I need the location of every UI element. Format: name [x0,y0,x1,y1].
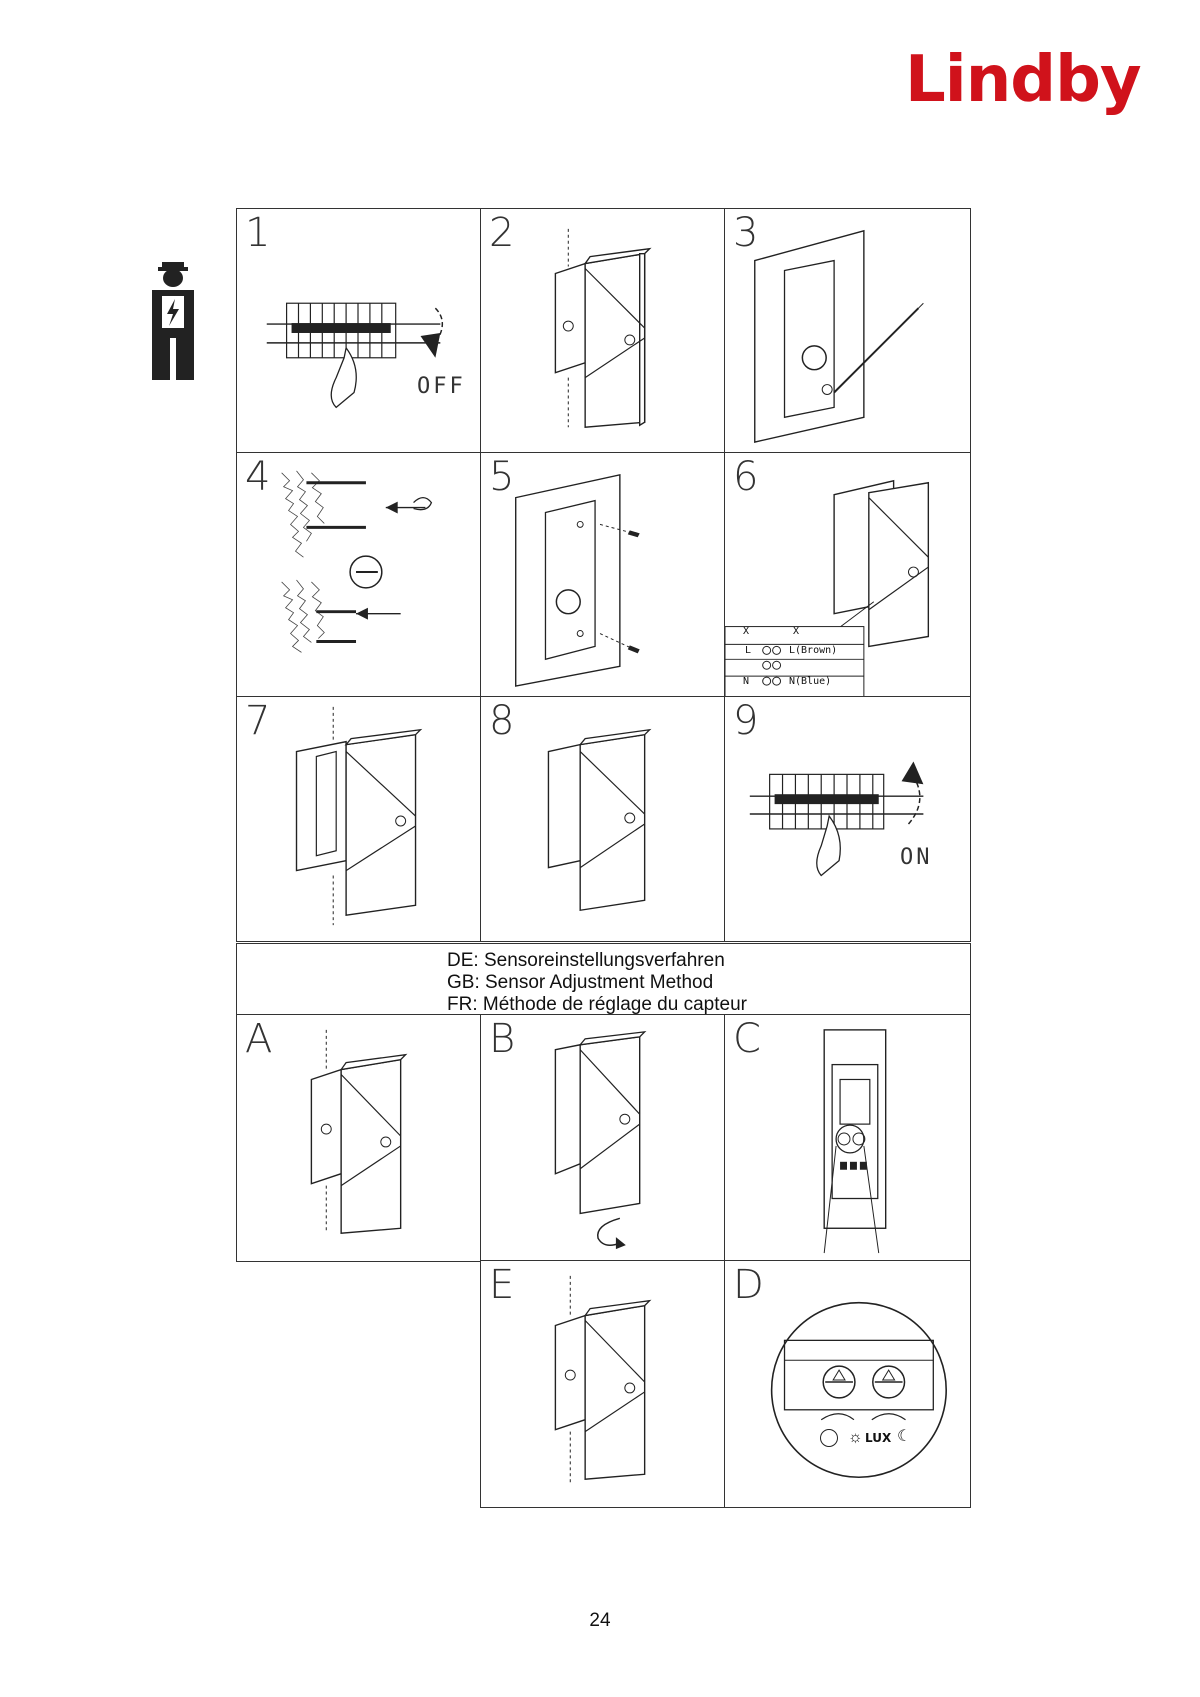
instruction-grid: 1 OFF 2 3 [236,208,971,1508]
sensor-adjustment-header: DE: Sensoreinstellungsverfahren GB: Sens… [236,943,971,1016]
sensor-step-a-panel: A [236,1014,482,1262]
header-gb: GB: Sensor Adjustment Method [447,972,714,993]
step-letter: E [489,1262,515,1308]
step-number: 3 [733,210,759,256]
wire-n: N [743,676,750,687]
wire-n-desc: N(Blue) [789,676,832,687]
screw-icon [515,473,640,687]
rotate-arrow-icon [554,1031,647,1250]
electrician-warning-icon [152,262,194,380]
step-number: 8 [489,698,515,744]
step-number: 2 [489,210,515,256]
on-label: ON [900,845,933,870]
step-3-panel: 3 [724,208,971,454]
step-number: 1 [245,210,271,256]
step-number: 4 [245,454,271,500]
brand-logo: Lindby [905,43,1142,117]
step-number: 5 [489,454,515,500]
moon-icon: ☾ [897,1428,912,1445]
step-letter: C [733,1016,761,1062]
step-letter: A [245,1016,273,1062]
ground-symbol-icon [725,479,930,697]
step-1-panel: 1 OFF [236,208,482,454]
off-label: OFF [417,374,466,399]
sensor-step-b-panel: B [480,1014,726,1262]
step-7-panel: 7 [236,696,482,942]
step-6-panel: 6 X X L L(Brown) N N(Blue) [724,452,971,698]
step-letter: B [489,1016,516,1062]
sensor-step-d-panel: ☼ LUX ☾ D [724,1260,971,1508]
sun-icon: ☼ [848,1429,863,1446]
wire-x-left: X [743,626,750,637]
header-fr: FR: Méthode de réglage du capteur [447,994,747,1015]
step-2-panel: 2 [480,208,726,454]
clock-icon [820,1429,838,1447]
header-de: DE: Sensoreinstellungsverfahren [447,950,725,971]
drill-icon [281,470,433,653]
page-number: 24 [589,1610,611,1631]
lux-label: LUX [865,1431,892,1445]
step-4-panel: 4 [236,452,482,698]
wire-l: L [745,645,752,656]
wire-x-right: X [793,626,800,637]
sensor-step-c-panel: C [724,1014,971,1262]
step-number: 7 [245,698,271,744]
step-number: 9 [733,698,759,744]
wire-l-desc: L(Brown) [789,645,838,656]
sensor-step-e-panel: E [480,1260,726,1508]
step-8-panel: 8 [480,696,726,942]
step-9-panel: 9 ON [724,696,971,942]
step-letter: D [733,1262,764,1308]
step-number: 6 [733,454,759,500]
circuit-breaker-icon [266,302,444,409]
step-5-panel: 5 [480,452,726,698]
